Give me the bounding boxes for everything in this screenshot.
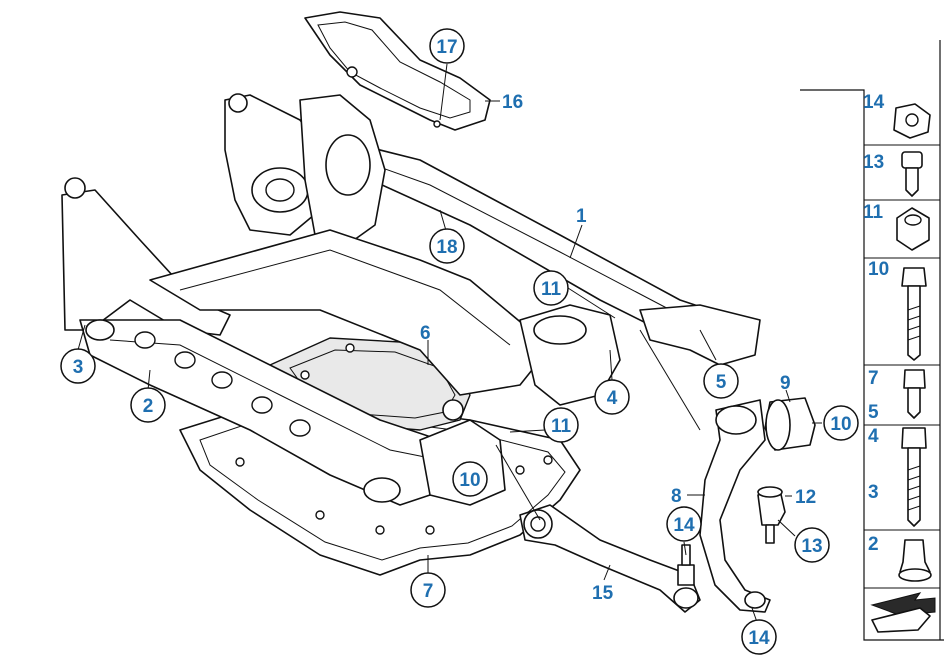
flange-nut-icon	[893, 103, 931, 139]
rivet-nut-icon	[898, 539, 932, 582]
control-arm-15	[519, 504, 701, 613]
medium-bolt-icon	[903, 369, 926, 419]
sidebar-label-10: 10	[868, 259, 889, 280]
callout-9: 9	[780, 373, 791, 394]
sidebar-label-4: 4	[868, 426, 879, 447]
rubber-mount-9	[764, 397, 816, 451]
ball-joint-12	[757, 486, 786, 544]
callout-7: 7	[423, 581, 434, 602]
hex-nut-icon	[896, 207, 930, 251]
leader-lines	[77, 63, 822, 623]
callout-12: 12	[795, 487, 816, 508]
callout-10-right: 10	[830, 414, 851, 435]
callout-6: 6	[420, 323, 431, 344]
callout-10-lower: 10	[459, 470, 480, 491]
direction-arrow-icon	[870, 592, 936, 633]
parts-sidebar-frame	[800, 40, 944, 641]
sidebar-label-14: 14	[863, 92, 885, 113]
callout-1: 1	[576, 206, 587, 227]
heat-shield	[304, 11, 491, 131]
callout-14-upper: 14	[673, 515, 695, 536]
callout-18: 18	[436, 237, 457, 258]
callout-13: 13	[801, 536, 822, 557]
long-bolt-icon	[901, 267, 927, 361]
extra-long-bolt-icon	[901, 427, 927, 527]
sidebar-label-5: 5	[868, 402, 879, 423]
sidebar-label-11: 11	[863, 202, 884, 223]
sidebar-label-3: 3	[868, 482, 879, 503]
callout-17: 17	[436, 37, 457, 58]
callout-circles	[60, 28, 859, 655]
callout-3: 3	[73, 357, 84, 378]
callout-2: 2	[143, 396, 154, 417]
callout-11-upper: 11	[541, 279, 562, 300]
callout-11-lower: 11	[551, 416, 572, 437]
callout-16: 16	[502, 92, 523, 113]
callout-8: 8	[671, 486, 682, 507]
callout-4: 4	[607, 388, 618, 409]
front-axle-carrier	[61, 93, 761, 506]
callout-15: 15	[592, 583, 614, 604]
sidebar-label-13: 13	[863, 152, 884, 173]
callout-5: 5	[716, 372, 727, 393]
sidebar-labels: 14 13 11 10 7 5 4 3 2	[863, 92, 889, 555]
thrust-arm-8	[699, 399, 771, 613]
callout-14-lower: 14	[748, 628, 770, 649]
callout-labels: 17 16 1 18 11 3 6 2 5 4 9 10 11 10 8 12 …	[73, 37, 852, 649]
short-bolt-icon	[901, 151, 923, 197]
sidebar-label-7: 7	[868, 368, 879, 389]
sidebar-label-2: 2	[868, 534, 879, 555]
